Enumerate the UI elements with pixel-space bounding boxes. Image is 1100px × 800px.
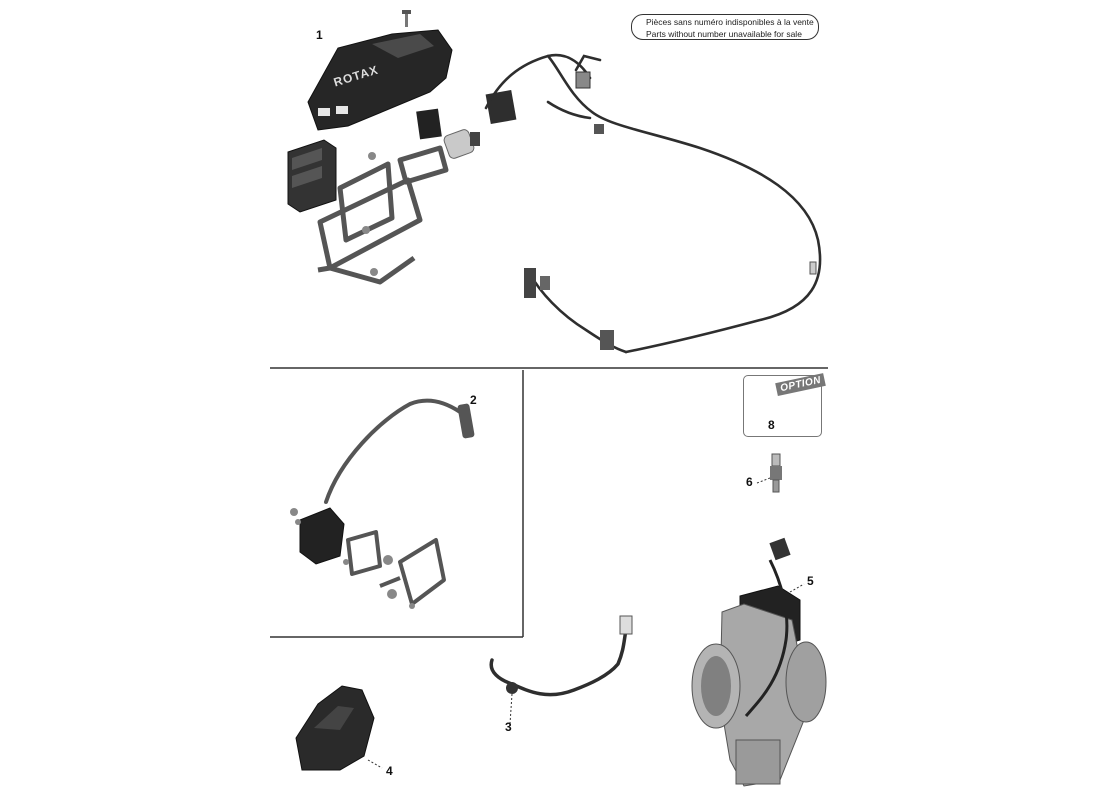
callout-8: 8 bbox=[768, 418, 775, 432]
regulator bbox=[485, 89, 517, 125]
callout-3: 3 bbox=[505, 720, 512, 734]
callout-6: 6 bbox=[746, 475, 753, 489]
note-english: Parts without number unavailable for sal… bbox=[646, 28, 802, 39]
callout-4: 4 bbox=[386, 764, 393, 778]
mounting-bracket bbox=[317, 145, 449, 285]
callout-1: 1 bbox=[316, 28, 323, 42]
note-french: Pièces sans numéro indisponibles à la ve… bbox=[646, 17, 814, 27]
carburetor bbox=[691, 537, 827, 787]
callout-5: 5 bbox=[807, 574, 814, 588]
unavailable-parts-note: Pièces sans numéro indisponibles à la ve… bbox=[631, 14, 819, 40]
hv-lead bbox=[324, 398, 462, 504]
ecu-module bbox=[287, 139, 337, 213]
ignition-coil-assembly bbox=[290, 398, 475, 609]
relay bbox=[416, 108, 442, 140]
ground-cable bbox=[489, 615, 633, 725]
spark-plug bbox=[756, 453, 782, 493]
ecu-cover bbox=[307, 29, 453, 131]
plug-cap bbox=[457, 403, 475, 439]
screw-top bbox=[402, 10, 411, 27]
callout-2: 2 bbox=[470, 393, 477, 407]
ignition-coil bbox=[299, 507, 345, 565]
coil-bracket bbox=[346, 530, 446, 606]
wiring-harness bbox=[484, 53, 822, 354]
section-dividers bbox=[270, 367, 828, 638]
ecu-assembly bbox=[287, 10, 822, 354]
harness-connectors bbox=[524, 71, 817, 350]
capacitor bbox=[443, 129, 480, 159]
black-housing bbox=[295, 685, 383, 771]
